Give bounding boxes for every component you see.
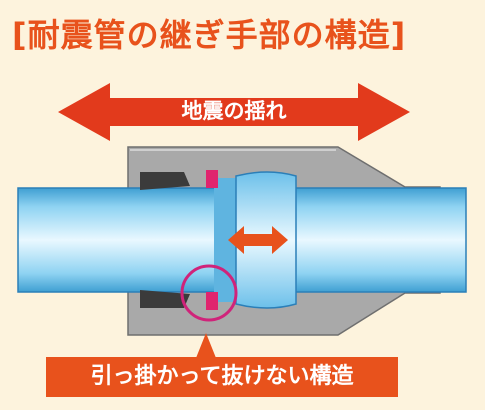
caption-pointer	[196, 333, 216, 358]
caption-text: 引っ掛かって抜けない構造	[90, 364, 354, 389]
movement-arrow	[228, 226, 288, 254]
quake-label: 地震の揺れ	[181, 99, 287, 123]
spigot-end	[214, 178, 236, 302]
caption-box	[46, 357, 398, 397]
lock-ring-top	[206, 170, 218, 188]
lock-ring-bottom	[206, 292, 218, 310]
quake-arrow	[58, 83, 410, 141]
diagram-title: [耐震管の継ぎ手部の構造]	[12, 16, 407, 54]
lock-highlight-circle	[180, 264, 238, 322]
seal-ring-top	[140, 172, 190, 190]
seal-ring-bottom	[140, 290, 190, 308]
